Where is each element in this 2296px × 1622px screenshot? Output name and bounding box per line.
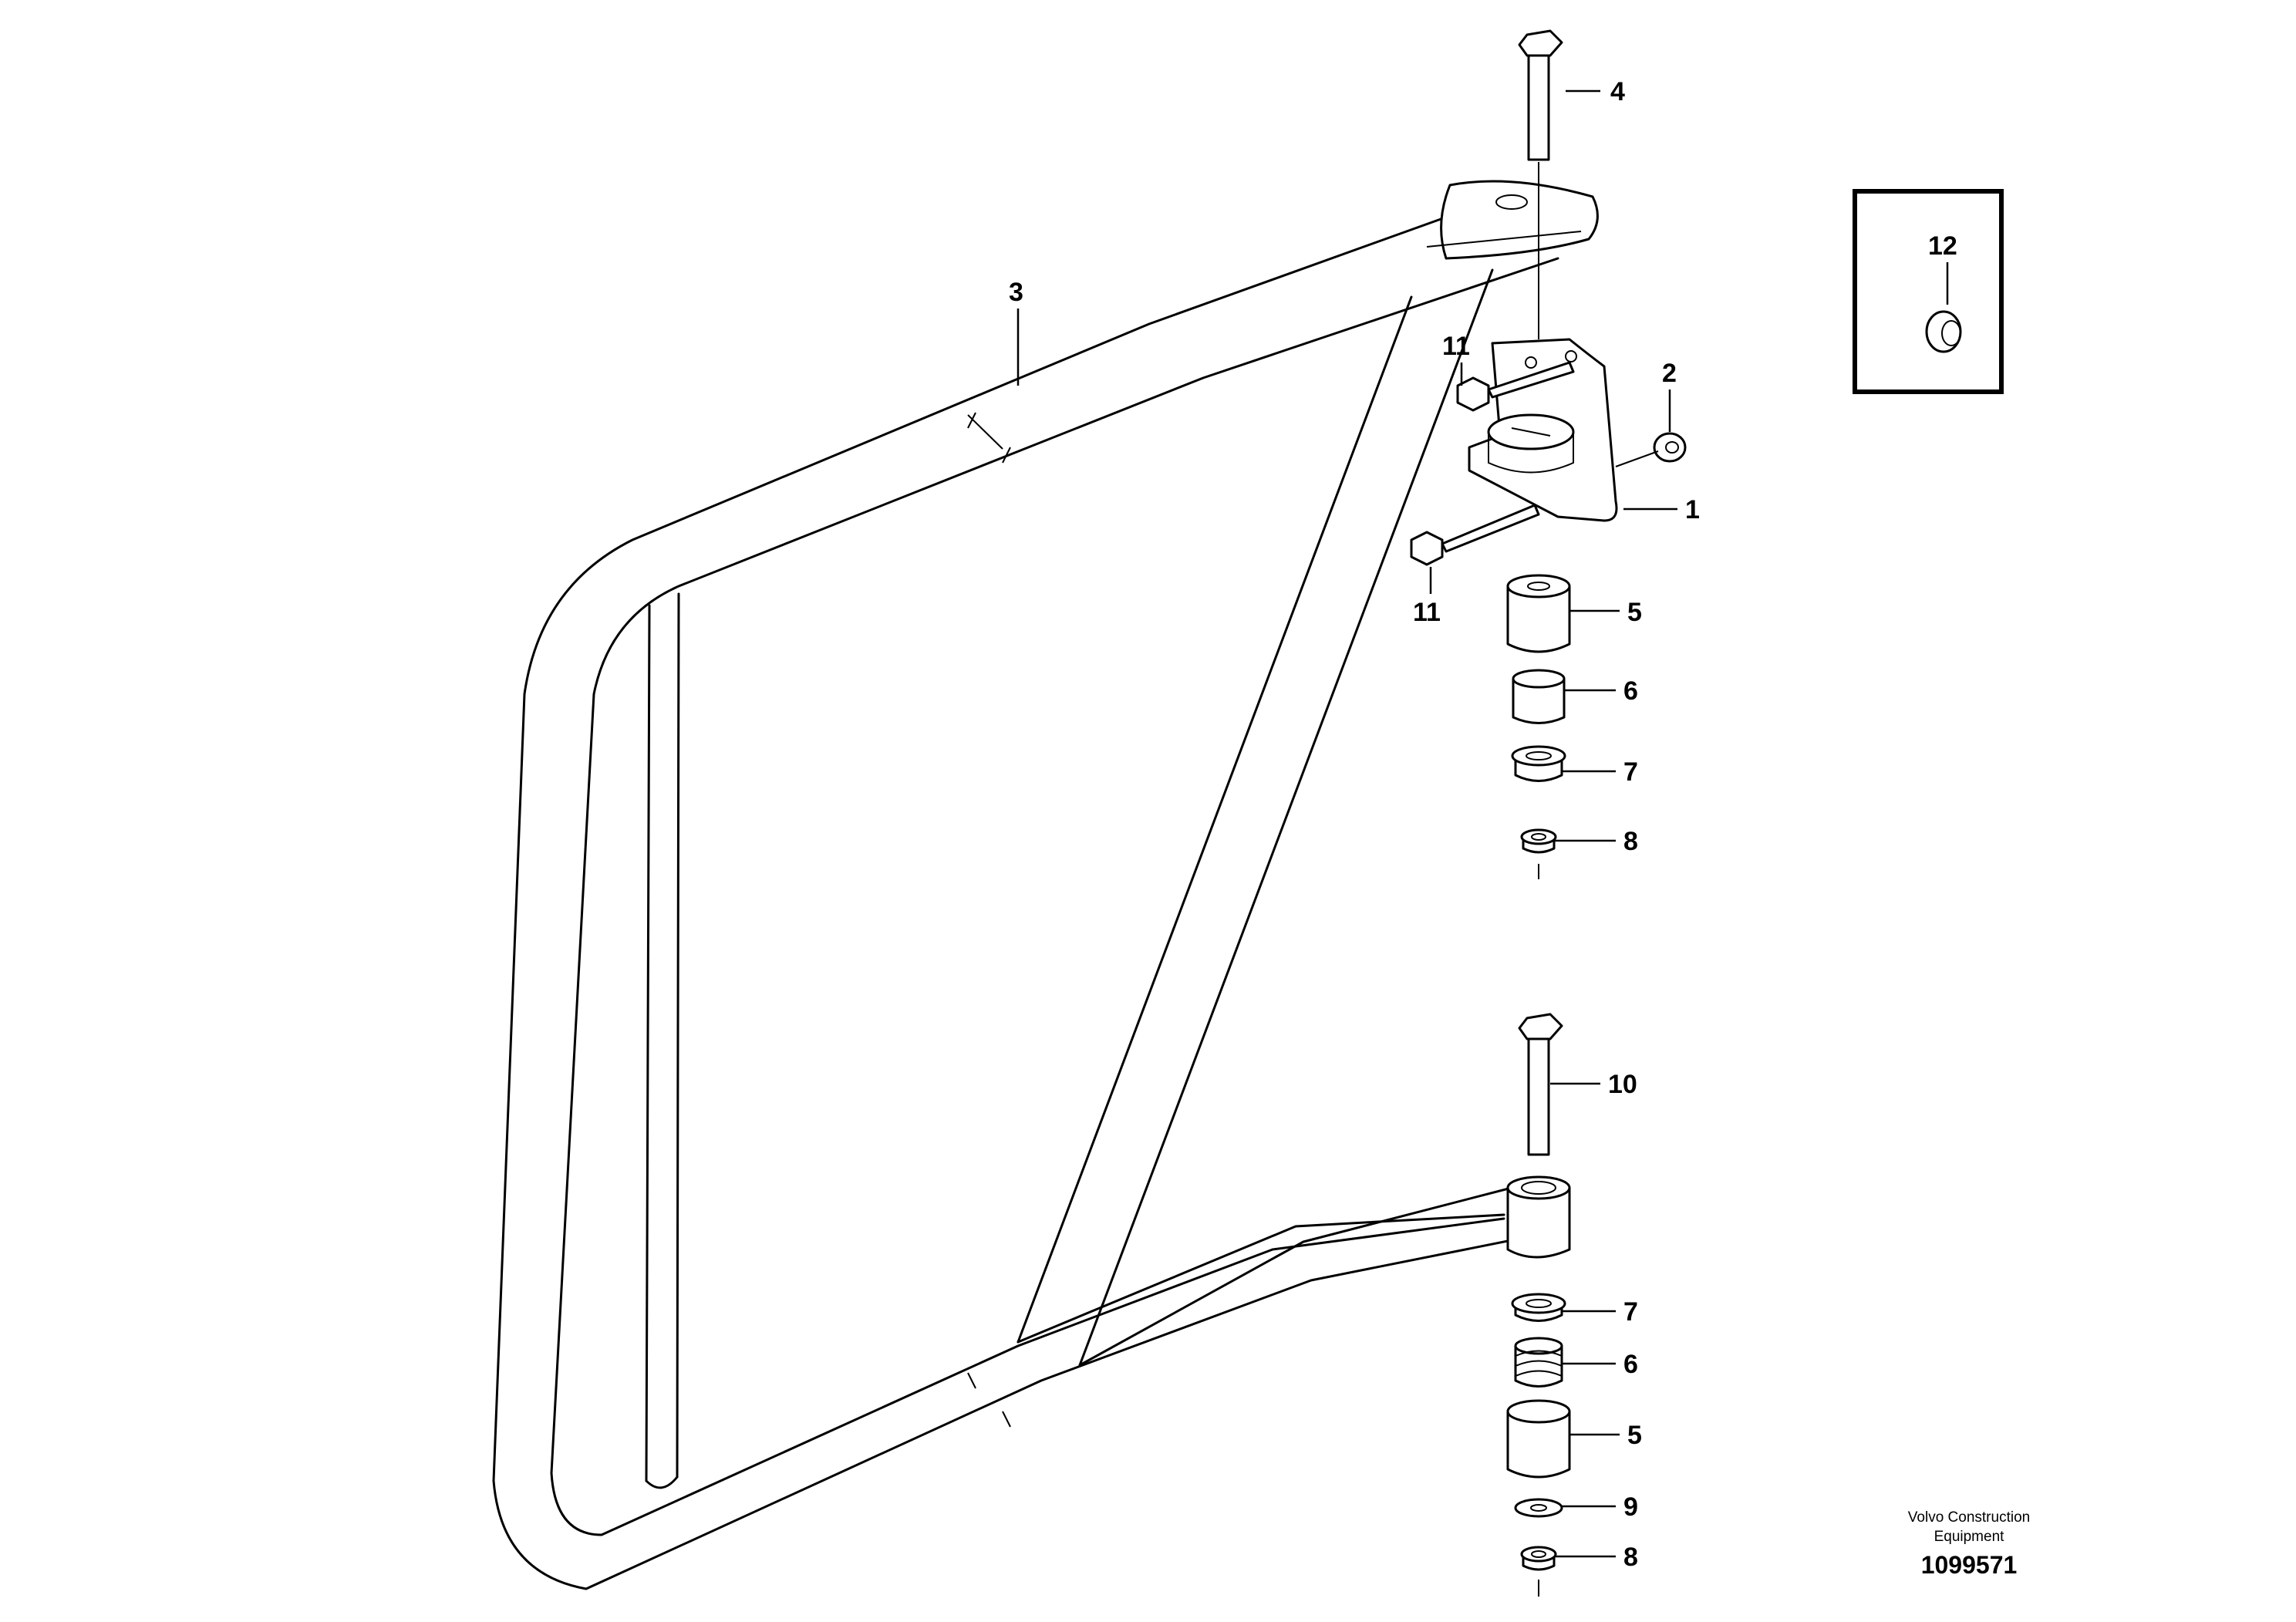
callout-11-lower: 11 <box>1413 598 1441 627</box>
callout-7-lower: 7 <box>1623 1297 1638 1327</box>
bushing-5-lower <box>1506 1399 1571 1479</box>
callout-2: 2 <box>1662 359 1677 388</box>
washer-2 <box>1615 432 1687 467</box>
washer-9 <box>1514 1498 1563 1518</box>
callout-8-lower: 8 <box>1623 1543 1638 1572</box>
footer-brand: Volvo Construction Equipment 1099571 <box>1908 1509 2030 1579</box>
callout-3: 3 <box>1009 278 1023 307</box>
inset-box-part-12 <box>1853 189 2004 394</box>
bolt-11-upper <box>1456 361 1575 412</box>
callout-6-upper: 6 <box>1623 676 1638 706</box>
spring-6-lower <box>1514 1337 1563 1388</box>
nut-8-lower <box>1520 1546 1557 1597</box>
callout-6-lower: 6 <box>1623 1350 1638 1379</box>
callout-11-upper: 11 <box>1442 332 1470 361</box>
footer-line-2: Equipment <box>1934 1529 2005 1545</box>
callout-12: 12 <box>1928 231 1957 261</box>
callout-5-upper: 5 <box>1627 598 1642 627</box>
callout-8-upper: 8 <box>1623 827 1638 856</box>
bolt-10 <box>1518 1013 1563 1156</box>
callout-5-lower: 5 <box>1627 1421 1642 1450</box>
tube-frame <box>492 180 1599 1590</box>
callout-9: 9 <box>1623 1492 1638 1522</box>
callout-4: 4 <box>1610 77 1625 106</box>
spring-6-upper <box>1512 669 1566 724</box>
bolt-4 <box>1518 29 1563 339</box>
leader-lines <box>1017 89 1677 1558</box>
callout-1: 1 <box>1685 495 1700 524</box>
callout-labels: 4 3 11 2 1 11 5 6 7 8 10 7 6 5 9 8 12 <box>1009 77 1957 1572</box>
callout-10: 10 <box>1608 1070 1637 1099</box>
bushing-7-upper <box>1511 745 1566 782</box>
bolt-11-lower <box>1410 504 1540 566</box>
bushing-5-upper <box>1506 574 1571 653</box>
nut-8-upper <box>1520 828 1557 879</box>
bushing-7-lower <box>1511 1293 1566 1322</box>
footer-drawing-number: 1099571 <box>1921 1551 2018 1579</box>
callout-7-upper: 7 <box>1623 757 1638 787</box>
bracket-1 <box>1468 338 1618 522</box>
footer-line-1: Volvo Construction <box>1908 1509 2030 1526</box>
